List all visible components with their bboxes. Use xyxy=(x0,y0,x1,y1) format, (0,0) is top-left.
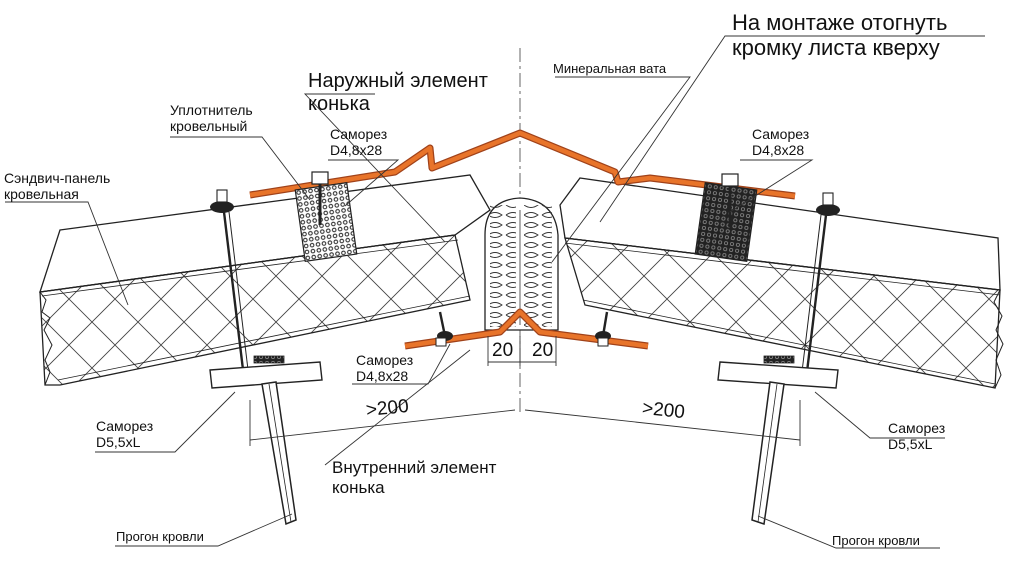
screw-top-left xyxy=(311,171,329,225)
screw-inner-right xyxy=(595,311,611,347)
screw-long-right xyxy=(800,192,840,381)
inner-ridge-element xyxy=(404,308,649,350)
purlin-right-label: Прогон кровли xyxy=(832,533,920,548)
outer-ridge-label: Наружный элемент конька xyxy=(308,70,488,115)
dim-overlap-left: >200 xyxy=(364,395,410,422)
right-sealant xyxy=(694,182,758,262)
dim-overlap-right: >200 xyxy=(641,397,686,424)
right-sandwich-panel xyxy=(559,177,1004,389)
mineral-wool-label: Минеральная вата xyxy=(553,61,667,76)
screw-inner-left xyxy=(435,311,453,347)
bend-note-label: На монтаже отогнуть кромку листа кверху xyxy=(732,10,948,61)
outer-ridge-element xyxy=(249,129,796,200)
sealant-label: Уплотнитель кровельный xyxy=(170,102,253,135)
purlin-right xyxy=(717,355,839,525)
screw-top-right-label: Саморез D4,8x28 xyxy=(752,126,810,159)
dim-gap-left: 20 xyxy=(492,340,514,361)
dimension-lines xyxy=(249,336,801,446)
mineral-wool-fill xyxy=(484,197,559,331)
screw-top-right xyxy=(721,173,739,227)
screw-top-left-label: Саморез D4,8x28 xyxy=(330,126,388,159)
sandwich-panel-label: Сэндвич-панель кровельная xyxy=(4,170,111,203)
purlin-left-label: Прогон кровли xyxy=(116,529,204,544)
leader-lines xyxy=(5,35,985,549)
inner-ridge-label: Внутренний элемент конька xyxy=(332,458,497,497)
screw-long-left xyxy=(210,189,250,379)
left-sandwich-panel xyxy=(39,174,491,386)
screw-bottom-left-label: Саморез D5,5xL xyxy=(96,418,154,451)
screw-bottom-right-label: Саморез D5,5xL xyxy=(888,420,946,453)
screw-inner-label: Саморез D4,8x28 xyxy=(356,352,414,385)
purlin-left xyxy=(209,355,323,526)
left-sealant xyxy=(294,182,358,262)
dim-gap-right: 20 xyxy=(532,340,554,361)
